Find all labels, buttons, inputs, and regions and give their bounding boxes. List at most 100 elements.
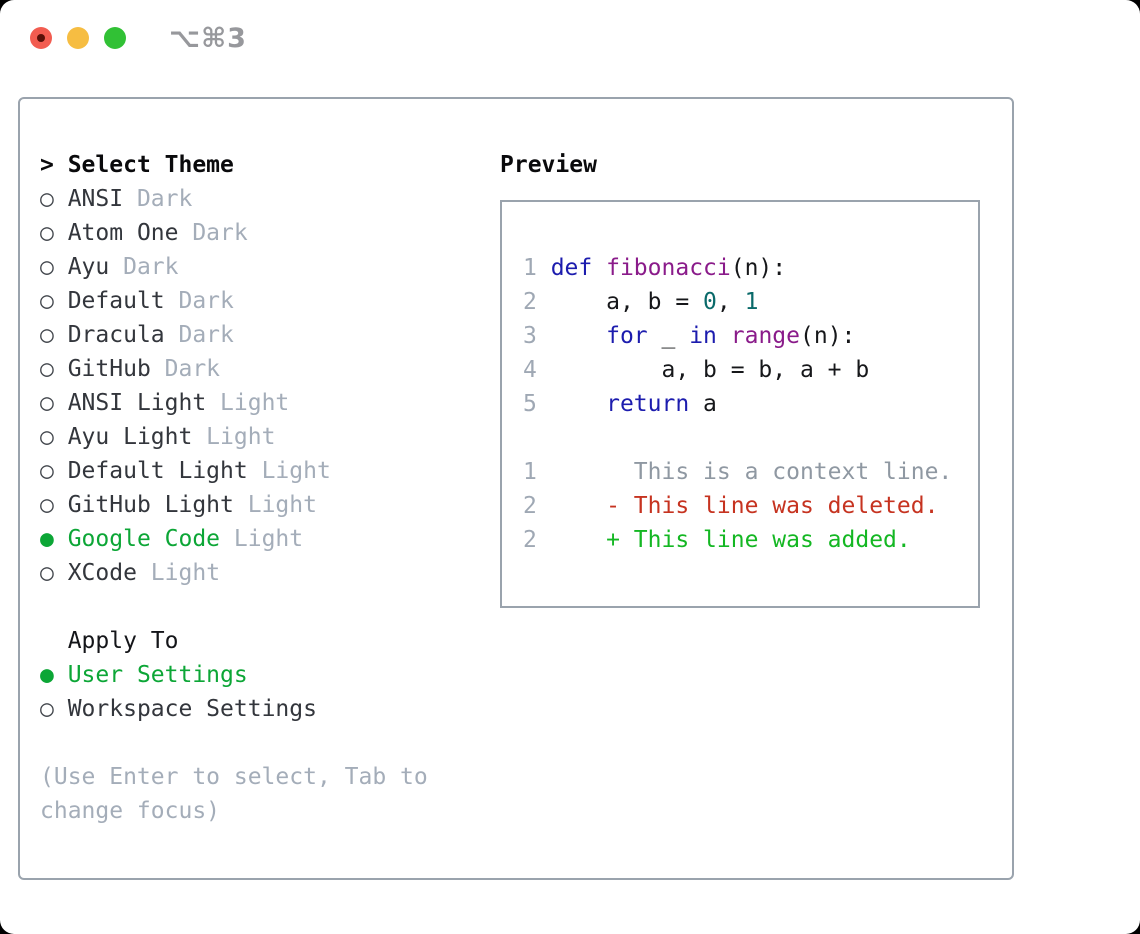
theme-picker-header: > Select Theme [40, 148, 428, 182]
diff-line-context: 1 This is a context line. [523, 455, 962, 489]
theme-option-google-code[interactable]: ● Google Code Light [40, 522, 428, 556]
code-token-function: range [730, 323, 800, 349]
theme-option-label: Default [67, 288, 165, 314]
help-line: (Use Enter to select, Tab to [40, 760, 428, 794]
apply-option-user-settings[interactable]: ● User Settings [40, 658, 428, 692]
preview-header: Preview [500, 148, 980, 182]
code-token-plain: (n): [800, 323, 856, 349]
theme-variant-badge: Light [136, 560, 221, 586]
help-text: (Use Enter to select, Tab to change focus… [40, 760, 428, 828]
theme-picker: > Select Theme ○ ANSI Dark○ Atom One Dar… [40, 148, 428, 828]
code-token-number: 0 [703, 289, 717, 315]
code-line: 3 for _ in range(n): [523, 319, 962, 353]
main-panel: > Select Theme ○ ANSI Dark○ Atom One Dar… [18, 97, 1014, 880]
theme-variant-badge: Light [206, 390, 290, 416]
unsaved-changes-dot-icon [37, 34, 45, 42]
theme-variant-badge: Light [247, 458, 331, 484]
line-number: 2 [523, 289, 551, 315]
titlebar: ⌥⌘3 [30, 23, 247, 54]
code-token-keyword: return [606, 391, 690, 417]
code-token-plain: _ [647, 323, 690, 349]
theme-option-label: XCode [67, 560, 137, 586]
line-number: 1 [523, 459, 551, 485]
code-token-plain [551, 323, 606, 349]
radio-unselected-icon: ○ [40, 424, 68, 450]
selection-cursor-icon: > [40, 152, 68, 178]
radio-selected-icon: ● [40, 526, 68, 552]
radio-unselected-icon: ○ [40, 560, 68, 586]
radio-unselected-icon: ○ [40, 288, 68, 314]
theme-option-ayu[interactable]: ○ Ayu Dark [40, 250, 428, 284]
code-line: 1 def fibonacci(n): [523, 251, 962, 285]
code-token-number: 1 [744, 289, 759, 315]
theme-option-label: ANSI [67, 186, 124, 212]
theme-option-default-light[interactable]: ○ Default Light Light [40, 454, 428, 488]
theme-variant-badge: Dark [178, 220, 248, 246]
theme-variant-badge: Dark [164, 322, 234, 348]
code-token-keyword: def [550, 255, 593, 281]
code-line: 4 a, b = b, a + b [523, 353, 962, 387]
radio-unselected-icon: ○ [40, 458, 68, 484]
radio-unselected-icon: ○ [40, 390, 68, 416]
line-number: 3 [523, 323, 551, 349]
theme-option-label: Google Code [67, 526, 221, 552]
theme-picker-title: Select Theme [67, 152, 234, 178]
theme-option-ayu-light[interactable]: ○ Ayu Light Light [40, 420, 428, 454]
zoom-button[interactable] [104, 27, 126, 49]
section-gap [40, 590, 428, 624]
code-token-plain [592, 255, 606, 281]
theme-option-label: Ayu Light [67, 424, 193, 450]
code-token-function: fibonacci [606, 255, 731, 281]
theme-list: ○ ANSI Dark○ Atom One Dark○ Ayu Dark○ De… [40, 182, 428, 590]
radio-unselected-icon: ○ [40, 220, 68, 246]
diff-text-added: + This line was added. [550, 527, 911, 553]
line-number: 2 [523, 527, 551, 553]
code-token-plain [551, 391, 606, 417]
theme-option-label: Atom One [67, 220, 179, 246]
diff-line-added: 2 + This line was added. [523, 523, 962, 557]
theme-option-label: ANSI Light [67, 390, 207, 416]
radio-unselected-icon: ○ [40, 322, 68, 348]
theme-option-xcode[interactable]: ○ XCode Light [40, 556, 428, 590]
apply-option-label: User Settings [67, 662, 248, 688]
code-token-plain: , [716, 289, 745, 315]
theme-variant-badge: Dark [109, 254, 179, 280]
theme-option-label: Dracula [67, 322, 165, 348]
code-line: 2 a, b = 0, 1 [523, 285, 962, 319]
theme-option-ansi[interactable]: ○ ANSI Dark [40, 182, 428, 216]
apply-to-title: Apply To [67, 628, 179, 654]
theme-option-label: Default Light [67, 458, 248, 484]
theme-variant-badge: Light [220, 526, 304, 552]
theme-variant-badge: Light [233, 492, 317, 518]
help-line-text: change focus) [40, 798, 221, 824]
code-diff-gap [523, 421, 962, 455]
window-title: ⌥⌘3 [169, 22, 247, 54]
theme-variant-badge: Dark [164, 288, 234, 314]
theme-option-github[interactable]: ○ GitHub Dark [40, 352, 428, 386]
diff-text-context: This is a context line. [550, 459, 953, 485]
radio-unselected-icon: ○ [40, 254, 68, 280]
theme-option-label: GitHub [67, 356, 151, 382]
radio-unselected-icon: ○ [40, 492, 68, 518]
diff-line-deleted: 2 - This line was deleted. [523, 489, 962, 523]
close-button[interactable] [30, 27, 52, 49]
code-token-plain: a [689, 391, 717, 417]
theme-option-ansi-light[interactable]: ○ ANSI Light Light [40, 386, 428, 420]
apply-option-label: Workspace Settings [67, 696, 317, 722]
code-token-plain [717, 323, 731, 349]
apply-to-header: Apply To [40, 624, 428, 658]
theme-option-dracula[interactable]: ○ Dracula Dark [40, 318, 428, 352]
theme-option-default[interactable]: ○ Default Dark [40, 284, 428, 318]
minimize-button[interactable] [67, 27, 89, 49]
theme-option-label: Ayu [67, 254, 110, 280]
apply-option-workspace-settings[interactable]: ○ Workspace Settings [40, 692, 428, 726]
theme-variant-badge: Light [192, 424, 276, 450]
theme-option-atom-one[interactable]: ○ Atom One Dark [40, 216, 428, 250]
theme-option-github-light[interactable]: ○ GitHub Light Light [40, 488, 428, 522]
code-token-plain: (n): [730, 255, 787, 281]
radio-selected-icon: ● [40, 662, 68, 688]
preview-title: Preview [500, 152, 597, 178]
line-number: 5 [523, 391, 551, 417]
